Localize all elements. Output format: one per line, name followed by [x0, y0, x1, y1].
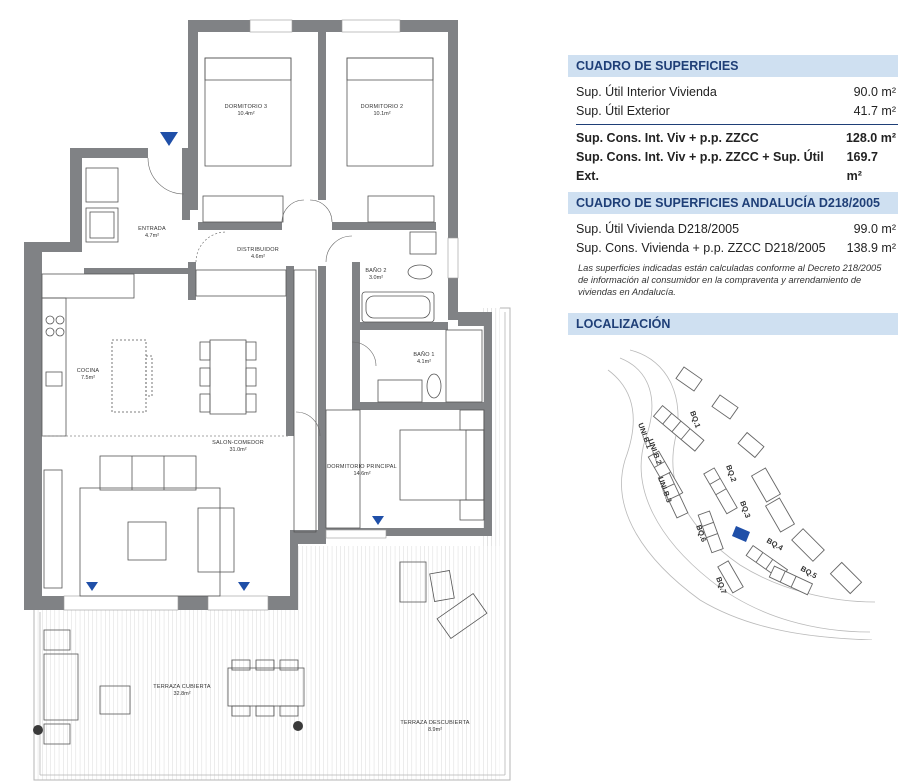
room-dormitorio-3-name: DORMITORIO 3 — [225, 104, 268, 110]
orientation-markers — [86, 132, 384, 591]
andalucia-row: Sup. Útil Vivienda D218/2005 99.0 m² — [568, 220, 898, 239]
windows — [63, 19, 459, 611]
superficies-row-label: Sup. Útil Interior Vivienda — [576, 85, 717, 99]
furniture — [41, 57, 488, 745]
terrace-planters — [33, 721, 303, 735]
room-bano-2-name: BAÑO 2 — [365, 267, 386, 274]
superficies-row: Sup. Útil Exterior 41.7 m² — [568, 102, 898, 121]
block-label: BQ.5 — [799, 564, 819, 581]
location-map: BQ.1 UNI.B.1 UNI.B.2 UNI.B.3 BQ.2 BQ.3 B… — [607, 349, 876, 640]
room-terraza-descubierta-area: 8.9m² — [428, 727, 442, 733]
room-bano-2-area: 3.0m² — [369, 275, 383, 281]
superficies-total-value: 128.0 m² — [845, 131, 896, 146]
superficies-heading: CUADRO DE SUPERFICIES — [568, 55, 898, 77]
room-bano-1-area: 4.1m² — [417, 359, 431, 365]
localizacion-heading: LOCALIZACIÓN — [568, 313, 898, 335]
room-terraza-cubierta-area: 32.8m² — [173, 691, 190, 697]
room-bano-1-name: BAÑO 1 — [413, 351, 434, 358]
block-label: UNI.B.2 — [646, 438, 664, 466]
room-salon-comedor-area: 31.0m² — [229, 447, 246, 453]
room-dormitorio-2-area: 10.1m² — [373, 111, 390, 117]
block-label: BQ.4 — [765, 536, 785, 553]
room-entrada-name: ENTRADA — [138, 226, 166, 232]
superficies-total-label: Sup. Cons. Int. Viv + p.p. ZZCC — [576, 131, 759, 146]
room-cocina-name: COCINA — [77, 368, 100, 374]
doors — [147, 157, 377, 437]
andalucia-row-value: 99.0 m² — [853, 222, 896, 236]
terrain — [607, 349, 876, 640]
room-salon-comedor-name: SALON-COMEDOR — [212, 440, 264, 446]
selected-unit-marker — [732, 526, 750, 542]
room-distribuidor-name: DISTRIBUIDOR — [237, 247, 279, 253]
andalucia-row: Sup. Cons. Vivienda + p.p. ZZCC D218/200… — [568, 239, 898, 258]
superficies-row-value: 41.7 m² — [853, 104, 896, 118]
superficies-total-row: Sup. Cons. Int. Viv + p.p. ZZCC 128.0 m² — [568, 129, 898, 148]
room-terraza-cubierta-name: TERRAZA CUBIERTA — [153, 684, 211, 690]
andalucia-row-label: Sup. Útil Vivienda D218/2005 — [576, 222, 740, 236]
room-dormitorio-3-area: 10.4m² — [237, 111, 254, 117]
buildings — [647, 366, 863, 596]
andalucia-heading: CUADRO DE SUPERFICIES ANDALUCÍA D218/200… — [568, 192, 898, 214]
divider — [576, 124, 898, 126]
block-label: BQ.2 — [724, 464, 738, 484]
superficies-total-label: Sup. Cons. Int. Viv + p.p. ZZCC + Sup. Ú… — [576, 150, 824, 184]
superficies-total-row: Sup. Cons. Int. Viv + p.p. ZZCC + Sup. Ú… — [568, 148, 898, 184]
superficies-panel: CUADRO DE SUPERFICIES Sup. Útil Interior… — [568, 55, 898, 184]
superficies-row-value: 90.0 m² — [853, 85, 896, 99]
room-distribuidor-area: 4.6m² — [251, 254, 265, 260]
floor-plan: DORMITORIO 3 10.4m² DORMITORIO 2 10.1m² … — [24, 19, 511, 781]
room-terraza-descubierta-name: TERRAZA DESCUBIERTA — [400, 720, 469, 726]
walls — [24, 20, 492, 610]
room-labels: DORMITORIO 3 10.4m² DORMITORIO 2 10.1m² … — [77, 104, 470, 733]
andalucia-row-value: 138.9 m² — [846, 241, 896, 255]
superficies-row: Sup. Útil Interior Vivienda 90.0 m² — [568, 83, 898, 102]
room-dormitorio-principal-name: DORMITORIO PRINCIPAL — [327, 464, 397, 470]
superficies-total-value: 169.7 m² — [846, 150, 878, 184]
block-label: BQ.1 — [688, 410, 702, 430]
block-label: BQ.3 — [738, 500, 752, 520]
room-dormitorio-2-name: DORMITORIO 2 — [361, 104, 404, 110]
room-dormitorio-principal-area: 14.6m² — [353, 471, 370, 477]
room-entrada-area: 4.7m² — [145, 233, 159, 239]
andalucia-note: Las superficies indicadas están calculad… — [578, 263, 882, 297]
andalucia-row-label: Sup. Cons. Vivienda + p.p. ZZCC D218/200… — [576, 241, 826, 255]
room-cocina-area: 7.5m² — [81, 375, 95, 381]
localizacion-panel: LOCALIZACIÓN — [568, 313, 898, 335]
superficies-row-label: Sup. Útil Exterior — [576, 104, 670, 118]
andalucia-panel: CUADRO DE SUPERFICIES ANDALUCÍA D218/200… — [568, 192, 898, 298]
